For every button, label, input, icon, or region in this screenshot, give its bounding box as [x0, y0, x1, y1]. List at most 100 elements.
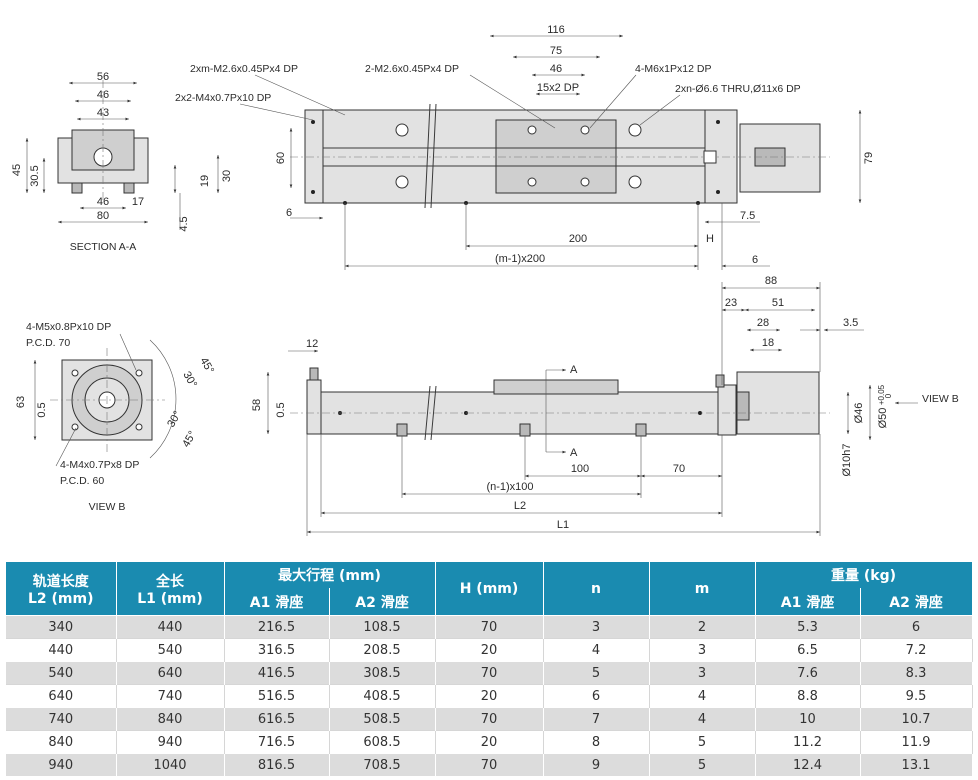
- dim-side-l1: L1: [557, 519, 569, 531]
- dim-viewb-30b: 30°: [165, 409, 184, 429]
- section-mark-a-top: A: [570, 364, 578, 376]
- header-weight-a1: A1 滑座: [755, 588, 861, 616]
- view-b-flange: 63 0.5 45° 30° 30° 45° 4-M5x0.8Px10 DP P…: [15, 321, 216, 513]
- cell-weight-a1: 11.2: [755, 730, 861, 754]
- cell-h: 20: [435, 638, 544, 662]
- cell-stroke-a1: 516.5: [224, 684, 330, 708]
- dim-end-tol-lower: 0: [884, 393, 893, 398]
- dim-section-4-5: 4.5: [178, 216, 190, 231]
- cell-stroke-a1: 716.5: [224, 730, 330, 754]
- cell-l2: 640: [6, 684, 117, 708]
- dim-end-18: 18: [762, 337, 774, 349]
- cell-m: 3: [649, 661, 756, 685]
- cell-m: 2: [649, 615, 756, 639]
- cell-stroke-a1: 416.5: [224, 661, 330, 685]
- header-m: m: [649, 562, 756, 616]
- cell-l1: 740: [116, 684, 225, 708]
- note-pcd-70: P.C.D. 70: [26, 337, 70, 349]
- dim-end-10h7: Ø10h7: [841, 443, 853, 476]
- side-end-right: [717, 384, 737, 436]
- cell-stroke-a2: 608.5: [329, 730, 436, 754]
- dim-top-15x2: 15x2 DP: [537, 82, 579, 94]
- cell-n: 9: [543, 753, 650, 776]
- dim-end-50: Ø50: [877, 408, 889, 429]
- dim-side-l2: L2: [514, 500, 526, 512]
- view-b-arrow-label: VIEW B: [922, 393, 959, 405]
- cell-h: 20: [435, 730, 544, 754]
- cell-h: 70: [435, 615, 544, 639]
- cell-weight-a2: 11.9: [860, 730, 973, 754]
- end-view-dims: 88 23 51 28 18 3.5 Ø46 Ø50 +0.05 0 Ø10h7…: [721, 275, 959, 477]
- cell-l2: 540: [6, 661, 117, 685]
- dim-top-m-1-x200: (m-1)x200: [495, 253, 545, 265]
- side-carriage: [493, 379, 619, 395]
- dim-side-70: 70: [673, 463, 685, 475]
- cell-weight-a1: 6.5: [755, 638, 861, 662]
- dim-end-23: 23: [725, 297, 737, 309]
- cell-weight-a1: 12.4: [755, 753, 861, 776]
- cell-weight-a1: 8.8: [755, 684, 861, 708]
- header-n: n: [543, 562, 650, 616]
- header-h: H (mm): [435, 562, 544, 616]
- cell-m: 3: [649, 638, 756, 662]
- top-end-left: [304, 109, 324, 204]
- section-a-a-caption: SECTION A-A: [70, 241, 137, 253]
- cell-l2: 940: [6, 753, 117, 776]
- dim-side-100: 100: [571, 463, 589, 475]
- engineering-drawing: 56 46 43 45 30.5 46 17 80 19 30 4.5 SECT…: [11, 24, 959, 536]
- note-4-m4: 4-M4x0.7Px8 DP: [60, 459, 139, 471]
- dim-top-6-left: 6: [286, 207, 292, 219]
- dim-end-28: 28: [757, 317, 769, 329]
- dim-section-46: 46: [97, 89, 109, 101]
- cell-stroke-a2: 708.5: [329, 753, 436, 776]
- cell-n: 3: [543, 615, 650, 639]
- cell-stroke-a2: 208.5: [329, 638, 436, 662]
- dim-end-3-5: 3.5: [843, 317, 858, 329]
- cell-stroke-a1: 316.5: [224, 638, 330, 662]
- dim-top-116: 116: [547, 24, 565, 36]
- cell-l1: 640: [116, 661, 225, 685]
- cell-n: 5: [543, 661, 650, 685]
- cell-h: 70: [435, 707, 544, 731]
- cell-weight-a1: 7.6: [755, 661, 861, 685]
- cell-l2: 440: [6, 638, 117, 662]
- section-mark-a-bottom: A: [570, 447, 578, 459]
- dim-end-88: 88: [765, 275, 777, 287]
- section-foot-left: [71, 182, 83, 194]
- dim-top-6-right: 6: [752, 254, 758, 266]
- dim-section-45: 45: [11, 164, 23, 176]
- cell-stroke-a1: 816.5: [224, 753, 330, 776]
- cell-weight-a2: 7.2: [860, 638, 973, 662]
- cell-l1: 440: [116, 615, 225, 639]
- note-4-m6: 4-M6x1Px12 DP: [635, 63, 711, 75]
- note-2xn-6-6-thru: 2xn-Ø6.6 THRU,Ø11x6 DP: [675, 83, 801, 95]
- dim-side-58: 58: [251, 399, 263, 411]
- dim-viewb-45b: 45°: [180, 429, 199, 449]
- dim-section-46b: 46: [97, 196, 109, 208]
- cell-l2: 340: [6, 615, 117, 639]
- cell-weight-a2: 8.3: [860, 661, 973, 685]
- cell-l2: 840: [6, 730, 117, 754]
- cell-l2: 740: [6, 707, 117, 731]
- cell-m: 4: [649, 707, 756, 731]
- cell-weight-a1: 10: [755, 707, 861, 731]
- dim-viewb-45a: 45°: [197, 356, 216, 376]
- dim-section-19: 19: [199, 175, 211, 187]
- dim-top-60: 60: [275, 152, 287, 164]
- cell-weight-a2: 10.7: [860, 707, 973, 731]
- cell-weight-a1: 5.3: [755, 615, 861, 639]
- header-max-stroke: 最大行程 (mm): [224, 562, 436, 588]
- note-2-m2-6: 2-M2.6x0.45Px4 DP: [365, 63, 459, 75]
- side-view: A A 12 58 0.5 100 70 (n-1)x100 L2 L1: [251, 338, 830, 536]
- dim-top-h: H: [706, 233, 714, 245]
- cell-n: 8: [543, 730, 650, 754]
- dim-top-46: 46: [550, 63, 562, 75]
